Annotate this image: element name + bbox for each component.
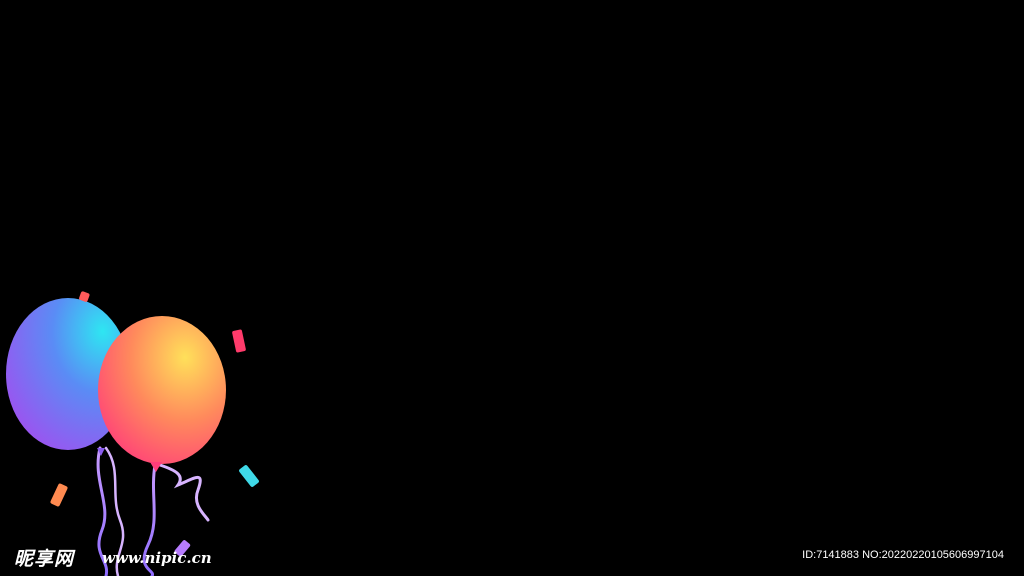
balloon-string	[142, 463, 157, 576]
orange-balloon	[98, 316, 226, 464]
blue-balloon	[6, 298, 130, 450]
confetti-piece	[50, 483, 68, 507]
balloon-string	[104, 446, 125, 576]
confetti-piece	[232, 329, 246, 353]
confetti-piece	[174, 540, 191, 557]
watermark-site-url: www.nipic.cn	[102, 549, 212, 567]
balloon-string	[96, 446, 109, 576]
confetti-piece	[239, 465, 259, 487]
confetti-piece	[79, 291, 90, 302]
orange-balloon-knot	[150, 462, 162, 472]
image-id-label: ID:7141883 NO:20220220105606997104	[802, 549, 1004, 561]
balloon-string	[158, 463, 210, 522]
blue-balloon-knot	[97, 448, 105, 456]
watermark-site-logo: 昵享网	[14, 548, 75, 570]
